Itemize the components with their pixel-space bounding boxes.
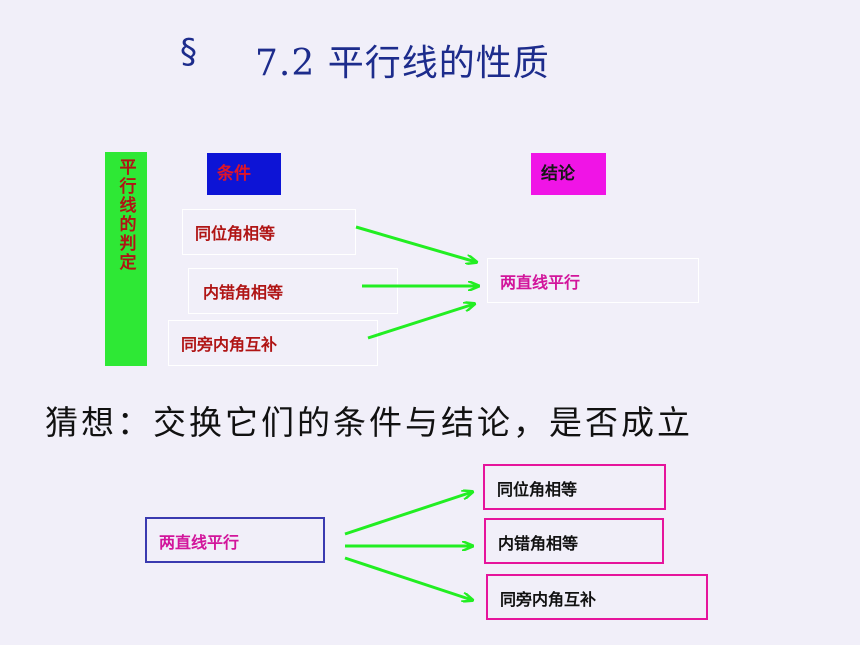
judgment-condition-same-side: 同旁内角互补 <box>168 320 378 366</box>
judgment-condition-alternate: 内错角相等 <box>188 268 398 314</box>
vertical-label-block: 平行线的判定 <box>105 152 147 366</box>
judgment-condition-corresponding: 同位角相等 <box>182 209 356 255</box>
arrow-right-icon <box>344 492 472 536</box>
condition-header: 条件 <box>207 153 281 195</box>
property-conclusion-corresponding: 同位角相等 <box>483 464 666 510</box>
judgment-conclusion: 两直线平行 <box>487 258 699 303</box>
vertical-label-text: 平行线的判定 <box>115 158 136 272</box>
section-symbol: § <box>180 32 197 72</box>
property-condition: 两直线平行 <box>145 517 325 563</box>
property-conclusion-alternate: 内错角相等 <box>484 518 664 564</box>
page-title: 7.2 平行线的性质 <box>255 43 550 84</box>
property-conclusion-same-side: 同旁内角互补 <box>486 574 708 620</box>
arrow-right-icon <box>344 556 472 600</box>
arrow-right-icon <box>355 225 476 262</box>
question-text: 猜想：交换它们的条件与结论，是否成立 <box>45 403 693 442</box>
conclusion-header: 结论 <box>531 153 606 195</box>
